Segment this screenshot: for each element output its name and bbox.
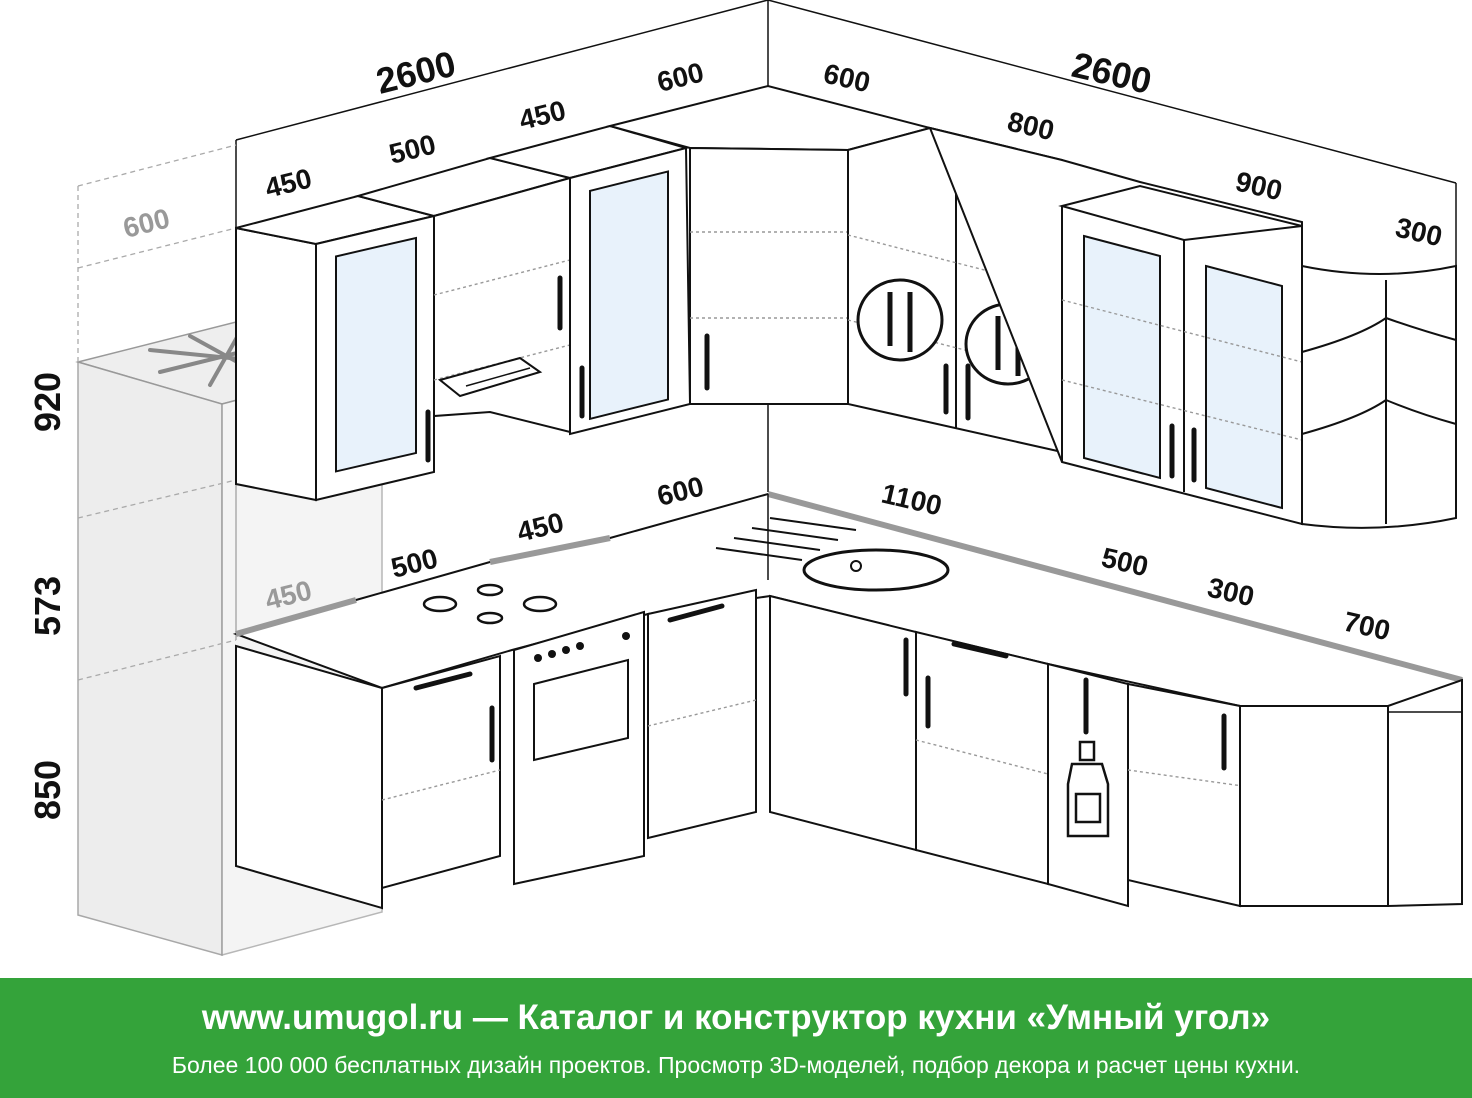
lower-cabinets-right [769, 594, 1463, 908]
height-guides [77, 144, 237, 362]
dim-upper-right-3: 900 [1233, 166, 1285, 207]
dim-lower-right-4: 700 [1341, 606, 1393, 647]
footer-title-link[interactable]: www.umugol.ru — Каталог и конструктор ку… [201, 998, 1271, 1037]
dim-lower-right-3: 300 [1205, 572, 1257, 613]
glass-door-1 [335, 236, 417, 473]
dim-lower-left-4: 600 [654, 470, 707, 511]
dim-upper-left-3: 450 [516, 94, 569, 135]
dim-height-upper: 920 [27, 372, 68, 432]
range-hood [437, 356, 543, 398]
lower-cabinets-left [235, 588, 757, 910]
dim-fridge-depth: 600 [120, 202, 173, 243]
dim-height-middle: 573 [27, 576, 68, 636]
fork-knife-plate-icon [856, 278, 944, 362]
dim-lower-right-1: 1100 [879, 478, 945, 522]
dim-upper-left-4: 600 [654, 56, 707, 97]
dim-upper-left-2: 500 [386, 128, 439, 169]
dim-upper-right-1: 600 [821, 58, 873, 99]
dim-lower-right-2: 500 [1099, 542, 1151, 583]
upper-cabinets-left [235, 124, 692, 502]
glass-door-2 [589, 170, 669, 421]
dim-upper-left-1: 450 [262, 162, 315, 203]
glass-door-3 [1083, 234, 1161, 480]
glass-door-4 [1205, 264, 1283, 510]
upper-cabinets-right [847, 126, 1303, 526]
dim-wall-right-total: 2600 [1068, 44, 1155, 102]
upper-corner-cabinet [606, 84, 934, 405]
dim-height-lower: 850 [27, 760, 68, 820]
dim-lower-left-3: 450 [514, 506, 567, 547]
promo-footer-banner: www.umugol.ru — Каталог и конструктор ку… [0, 978, 1472, 1098]
footer-subtitle: Более 100 000 бесплатных дизайн проектов… [171, 1052, 1301, 1078]
sink [715, 517, 950, 592]
kitchen-layout-drawing: 2600 2600 450 500 450 600 600 800 900 30… [27, 0, 1463, 956]
cooktop-burner-icon [422, 583, 558, 625]
dim-wall-left-total: 2600 [372, 43, 460, 102]
dim-upper-right-2: 800 [1005, 106, 1057, 147]
bottle-icon [1066, 740, 1110, 838]
dim-upper-right-4: 300 [1393, 212, 1445, 253]
open-corner-shelves [1301, 264, 1457, 529]
stove-oven [513, 610, 645, 886]
